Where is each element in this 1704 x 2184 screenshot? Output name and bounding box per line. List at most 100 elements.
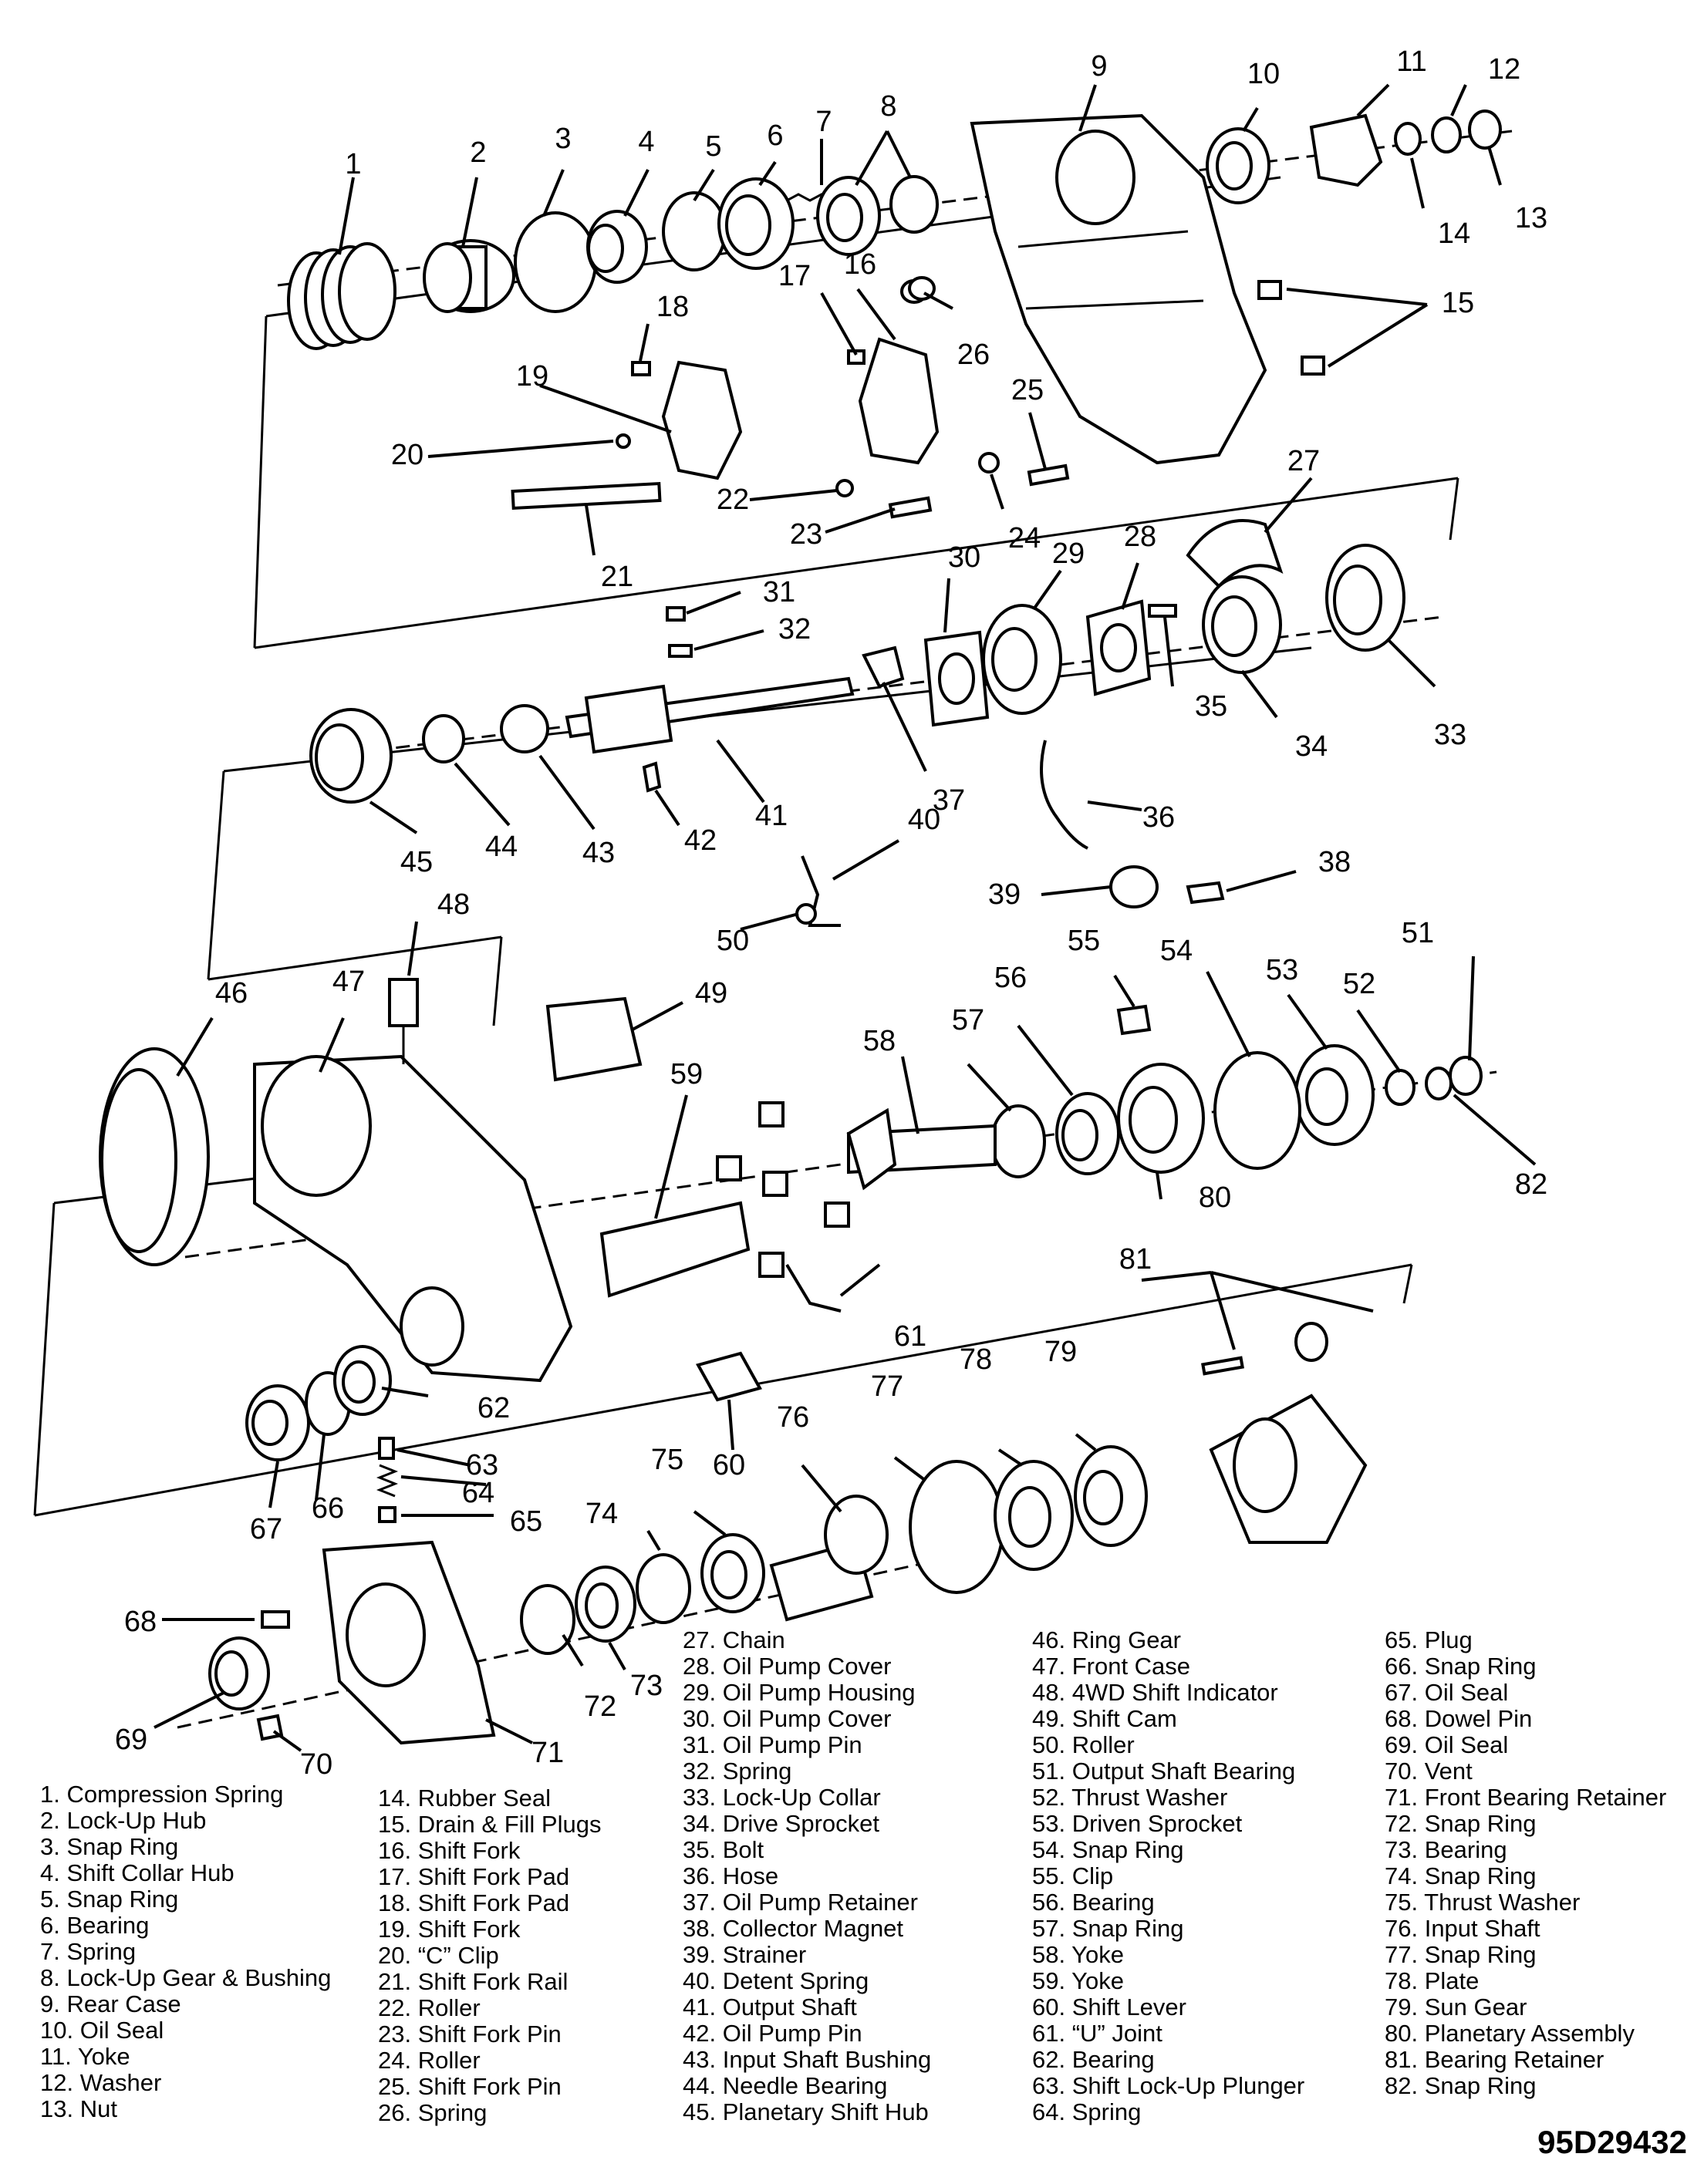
legend-item: 29. Oil Pump Housing — [683, 1679, 916, 1706]
oil-seal-67 — [245, 1384, 310, 1461]
legend-item: 20. “C” Clip — [378, 1942, 499, 1969]
callout-60: 60 — [713, 1449, 745, 1481]
legend-item: 59. Yoke — [1032, 1967, 1124, 1994]
callout-1: 1 — [345, 148, 361, 180]
legend-item: 58. Yoke — [1032, 1941, 1124, 1968]
legend-item: 10. Oil Seal — [40, 2017, 164, 2044]
row1-parts — [287, 110, 1502, 465]
legend-item: 22. Roller — [378, 1994, 481, 2021]
spring-26 — [900, 276, 936, 304]
legend-item: 36. Hose — [683, 1862, 779, 1889]
callout-36: 36 — [1142, 801, 1175, 834]
legend-item: 19. Shift Fork — [378, 1916, 521, 1943]
legend-item: 71. Front Bearing Retainer — [1385, 1784, 1667, 1811]
planetary-assembly — [1201, 1322, 1368, 1544]
bearing-retainer — [1117, 1063, 1205, 1174]
callout-52: 52 — [1343, 968, 1375, 1000]
callout-77: 77 — [871, 1370, 903, 1403]
snap-ring-57 — [990, 1104, 1046, 1178]
c-clip — [616, 433, 631, 449]
callout-16: 16 — [844, 248, 876, 281]
callout-68: 68 — [124, 1606, 157, 1638]
legend-item: 51. Output Shaft Bearing — [1032, 1758, 1296, 1785]
callout-45: 45 — [400, 846, 433, 878]
callout-72: 72 — [584, 1690, 616, 1723]
callout-41: 41 — [755, 800, 788, 832]
nut-13 — [1468, 110, 1502, 150]
callout-25: 25 — [1011, 374, 1044, 406]
legend-item: 70. Vent — [1385, 1758, 1473, 1785]
callout-57: 57 — [952, 1004, 984, 1036]
u-joint — [716, 1101, 850, 1278]
callout-76: 76 — [777, 1401, 809, 1434]
callout-62: 62 — [477, 1392, 510, 1424]
oil-pump-pin-42 — [642, 761, 662, 793]
shift-fork-rail — [511, 481, 662, 511]
callout-75: 75 — [651, 1444, 683, 1476]
shift-fork-16 — [858, 337, 940, 465]
legend-item: 6. Bearing — [40, 1912, 150, 1939]
legend-item: 17. Shift Fork Pad — [378, 1863, 570, 1890]
callout-11: 11 — [1396, 46, 1426, 78]
oil-pump-retainer — [862, 645, 905, 689]
callout-29: 29 — [1052, 538, 1085, 570]
row2-parts — [309, 519, 1405, 927]
legend-item: 37. Oil Pump Retainer — [683, 1889, 918, 1916]
4wd-shift-indicator — [388, 978, 419, 1064]
legend-item: 35. Bolt — [683, 1836, 764, 1863]
callout-39: 39 — [988, 878, 1021, 911]
legend-item: 41. Output Shaft — [683, 1994, 857, 2021]
clip — [1116, 1004, 1152, 1036]
callout-7: 7 — [815, 106, 832, 138]
collector-magnet — [1186, 881, 1225, 905]
callout-63: 63 — [466, 1449, 498, 1481]
callout-66: 66 — [312, 1492, 344, 1525]
dowel-pin — [261, 1610, 290, 1629]
oil-seal-10 — [1206, 127, 1270, 204]
sun-gear — [1074, 1445, 1148, 1547]
callout-53: 53 — [1266, 954, 1298, 986]
legend-item: 14. Rubber Seal — [378, 1785, 552, 1812]
callout-71: 71 — [531, 1737, 564, 1769]
legend-item: 57. Snap Ring — [1032, 1915, 1184, 1942]
row3-parts — [99, 978, 1483, 1544]
callout-numbers: 1 2 3 4 5 6 7 8 9 10 11 12 13 14 15 16 1… — [115, 46, 1547, 1781]
front-case — [253, 1054, 573, 1383]
legend-item: 54. Snap Ring — [1032, 1836, 1184, 1863]
callout-73: 73 — [630, 1670, 663, 1702]
rear-case — [970, 113, 1267, 465]
shift-lock-up-plunger — [378, 1437, 395, 1460]
legend-item: 77. Snap Ring — [1385, 1941, 1537, 1968]
callout-82: 82 — [1515, 1168, 1547, 1201]
legend-item: 5. Snap Ring — [40, 1886, 179, 1913]
callout-18: 18 — [656, 291, 689, 323]
legend-item: 62. Bearing — [1032, 2046, 1155, 2073]
legend-item: 13. Nut — [40, 2095, 117, 2122]
legend-item: 12. Washer — [40, 2069, 162, 2096]
legend-item: 43. Input Shaft Bushing — [683, 2046, 932, 2073]
legend-item: 61. “U” Joint — [1032, 2020, 1162, 2047]
legend-column-3: 27. Chain 28. Oil Pump Cover 29. Oil Pum… — [683, 1627, 931, 2125]
yoke-59 — [599, 1201, 751, 1298]
legend-item: 4. Shift Collar Hub — [40, 1859, 235, 1886]
yoke-11 — [1309, 113, 1383, 187]
shift-collar-hub — [586, 210, 648, 284]
callout-50: 50 — [717, 925, 749, 957]
legend-item: 7. Spring — [40, 1938, 137, 1965]
callout-47: 47 — [332, 966, 365, 998]
input-shaft — [769, 1495, 889, 1622]
lock-up-hub — [423, 239, 515, 313]
chain — [1186, 519, 1284, 588]
input-shaft-bushing — [500, 704, 549, 753]
callout-4: 4 — [638, 126, 654, 158]
callout-17: 17 — [778, 260, 811, 292]
legend-item: 32. Spring — [683, 1758, 792, 1785]
callout-34: 34 — [1295, 730, 1328, 763]
callout-56: 56 — [994, 962, 1027, 994]
legend-item: 11. Yoke — [40, 2043, 130, 2070]
bolt-35 — [1148, 604, 1177, 618]
callout-70: 70 — [300, 1748, 332, 1781]
yoke-58 — [846, 1107, 997, 1191]
legend-item: 46. Ring Gear — [1032, 1626, 1181, 1653]
callout-44: 44 — [485, 831, 518, 863]
